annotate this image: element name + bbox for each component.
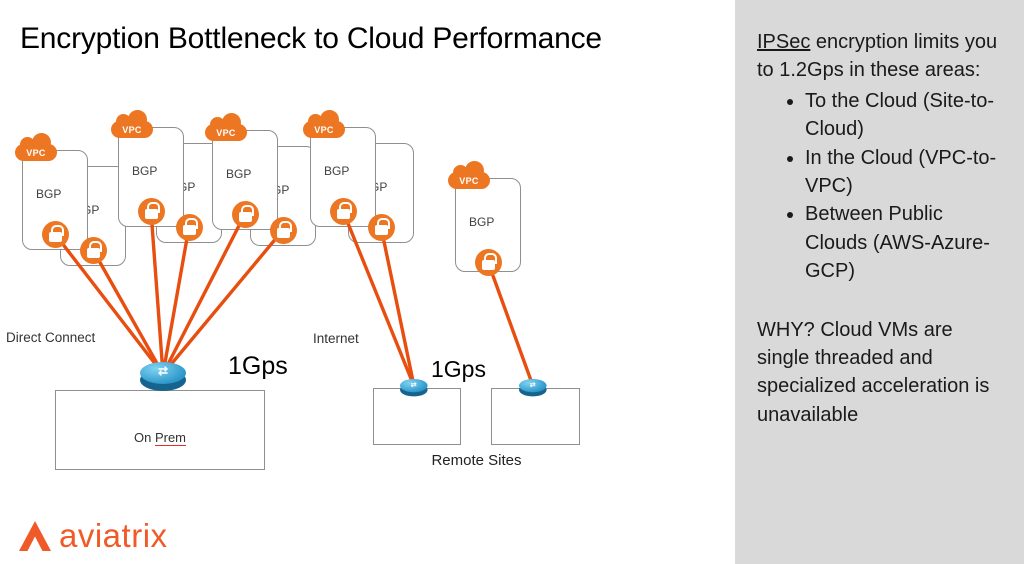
router-arrows-glyph: ⇄ [529, 380, 536, 389]
internet-label: Internet [313, 331, 359, 346]
aviatrix-wordmark: aviatrix [59, 517, 168, 554]
bullet-item: Between Public Clouds (AWS-Azure-GCP) [805, 200, 1004, 285]
on-prem-label: On Prem [133, 430, 187, 446]
ipsec-intro-rest: encryption limits you to 1.2Gps in these… [757, 31, 998, 82]
why-text: WHY? Cloud VMs are single threaded and s… [757, 318, 990, 426]
bandwidth-label-onprem: 1Gps [228, 352, 288, 380]
lock-icon [330, 198, 357, 225]
lock-icon [42, 221, 69, 248]
bgp-label: BGP [132, 164, 158, 178]
lock-icon [80, 237, 107, 264]
lock-icon [138, 198, 165, 225]
vpc-cluster: BGP BGP VPC [303, 110, 442, 262]
vpc-cloud-label: VPC [26, 148, 46, 158]
remote-sites-label: Remote Sites [431, 452, 522, 469]
on-prem-box: On Prem [55, 390, 265, 470]
vpc-cloud-label: VPC [216, 128, 236, 138]
router-arrows-glyph: ⇄ [157, 364, 169, 378]
vpc-cloud-icon: VPC [448, 161, 490, 189]
aviatrix-logo: aviatrix [18, 517, 168, 555]
router-icon: ⇄ [140, 362, 186, 392]
router-icon: ⇄ [400, 379, 428, 397]
vpc-box: BGP [22, 150, 88, 250]
vpc-cloud-icon: VPC [111, 110, 153, 138]
router-arrows-glyph: ⇄ [410, 380, 417, 389]
limit-areas-list: To the Cloud (Site-to-Cloud) In the Clou… [757, 87, 1004, 286]
vpc-box: BGP [118, 127, 184, 227]
router-icon: ⇄ [519, 379, 547, 397]
bandwidth-label-remote: 1Gps [431, 356, 486, 382]
vpc-box: BGP [212, 130, 278, 230]
lock-icon [232, 201, 259, 228]
vpc-cloud-icon: VPC [303, 110, 345, 138]
aviatrix-logo-icon [19, 521, 51, 551]
remote-site-box [491, 388, 580, 445]
vpc-box: BGP [310, 127, 376, 227]
ipsec-term: IPSec [757, 31, 811, 53]
notes-panel: IPSec encryption limits you to 1.2Gps in… [735, 0, 1024, 564]
vpc-cloud-icon: VPC [205, 113, 247, 141]
lock-icon [176, 214, 203, 241]
vpc-cloud-label: VPC [314, 125, 334, 135]
bgp-label: BGP [36, 187, 62, 201]
lock-icon [368, 214, 395, 241]
ipsec-intro: IPSec encryption limits you to 1.2Gps in… [757, 28, 1004, 85]
vpc-cluster: BGP VPC [448, 161, 587, 313]
vpc-cloud-label: VPC [459, 176, 479, 186]
bullet-item: In the Cloud (VPC-to-VPC) [805, 144, 1004, 201]
slide-title: Encryption Bottleneck to Cloud Performan… [20, 22, 602, 55]
bullet-item: To the Cloud (Site-to-Cloud) [805, 87, 1004, 144]
bgp-label: BGP [324, 164, 350, 178]
lock-icon [270, 217, 297, 244]
lock-icon [475, 249, 502, 276]
direct-connect-label: Direct Connect [6, 330, 96, 345]
vpc-box: BGP [455, 178, 521, 276]
bgp-label: BGP [226, 167, 252, 181]
bgp-label: BGP [469, 215, 495, 229]
vpc-cloud-icon: VPC [15, 133, 57, 161]
vpc-cloud-label: VPC [122, 125, 142, 135]
